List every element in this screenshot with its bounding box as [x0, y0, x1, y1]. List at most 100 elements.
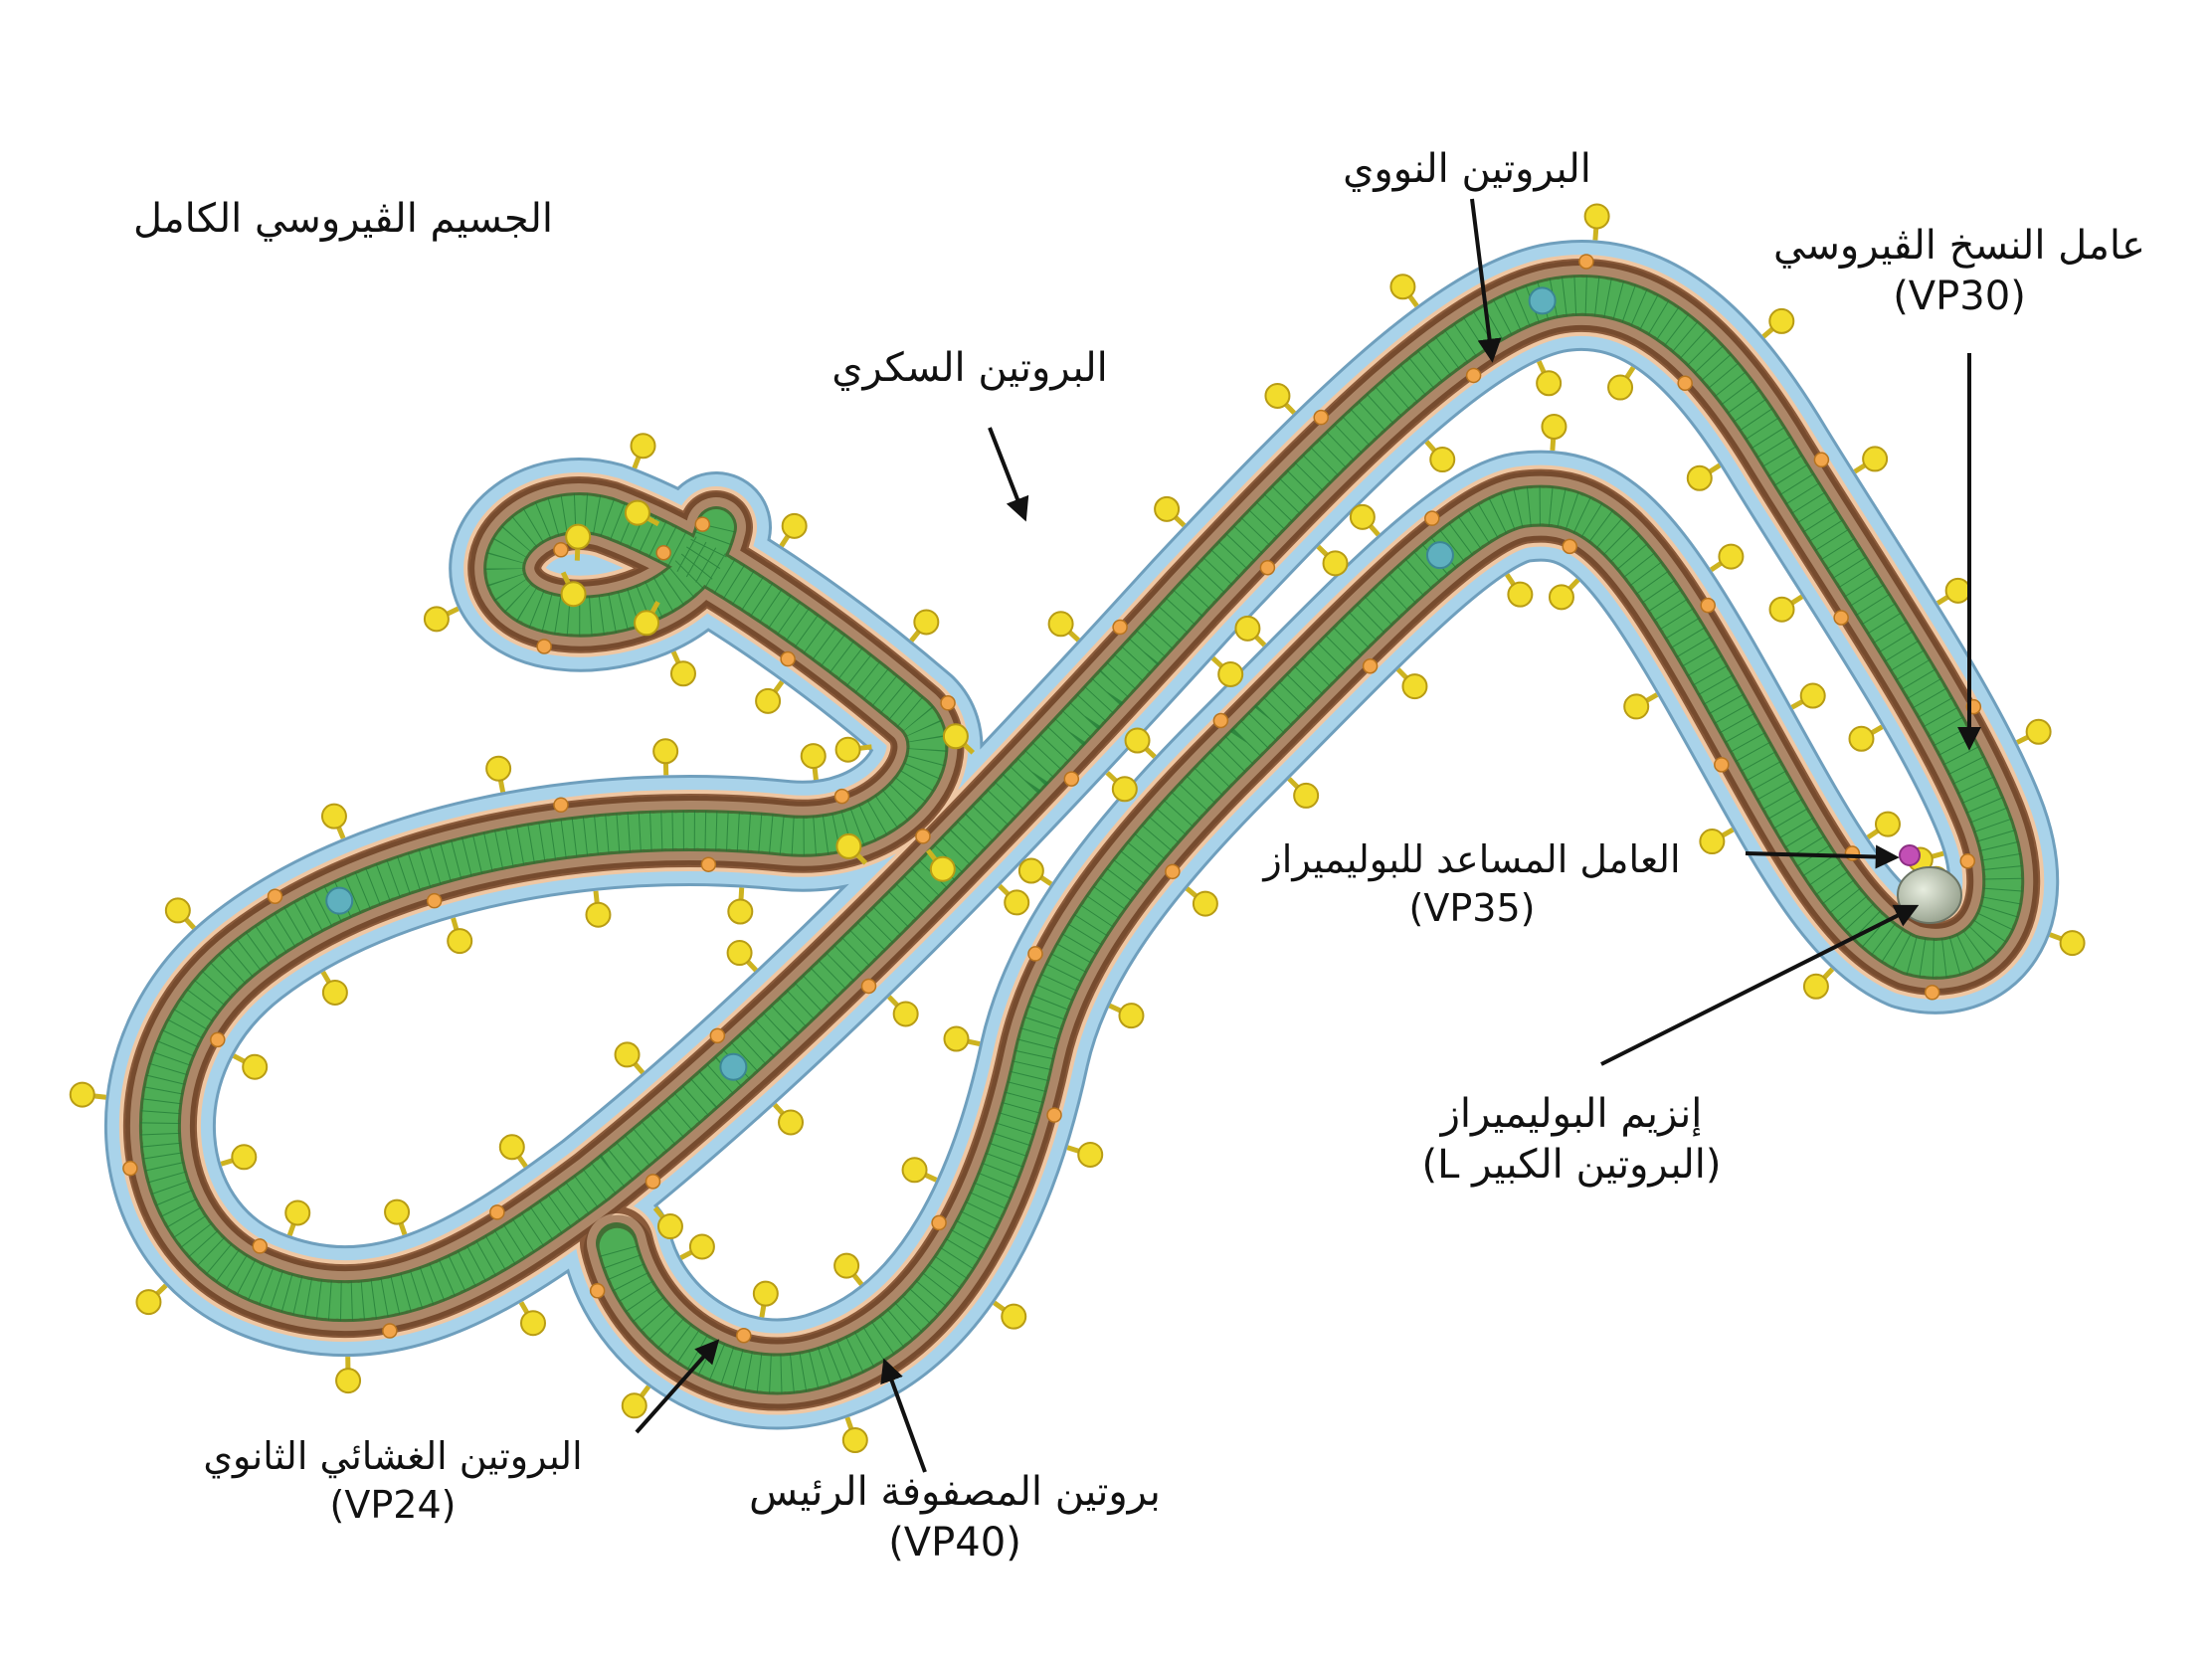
glycoprotein-spike	[285, 1200, 309, 1224]
vp24-dot	[861, 979, 875, 993]
vp24-dot	[1260, 561, 1274, 575]
glycoprotein-spike	[323, 981, 347, 1005]
glycoprotein-spike	[1719, 545, 1743, 569]
vp24-dot	[835, 790, 849, 804]
label-vp40: بروتين المصفوفة الرئيس (VP40)	[696, 1467, 1213, 1568]
vp24-dot	[656, 546, 670, 560]
glycoprotein-spike	[783, 514, 807, 538]
glycoprotein-spike	[802, 744, 826, 768]
vp24-dot	[554, 798, 568, 812]
vp24-dot	[1047, 1108, 1061, 1122]
glycoprotein-spike	[1608, 376, 1632, 400]
vp24-dot	[268, 889, 281, 903]
glycoprotein-spike	[1218, 662, 1242, 686]
label-nucleoprotein: البروتين النووي	[1293, 144, 1641, 195]
label-polymerase-l: إنزيم البوليميراز (البروتين الكبير L)	[1363, 1089, 1780, 1191]
vp24-dot	[1678, 376, 1692, 390]
glycoprotein-spike	[521, 1311, 545, 1335]
glycoprotein-spike	[1770, 598, 1794, 622]
glycoprotein-spike	[1849, 727, 1873, 751]
vp24-dot	[1814, 453, 1828, 466]
glycoprotein-spike	[616, 1042, 640, 1066]
whole-virion-text: الجسيم الڤيروسي الكامل	[80, 194, 607, 245]
vp24-code-text: (VP24)	[134, 1481, 651, 1530]
glycoprotein-spike	[1390, 275, 1414, 298]
glycoprotein-spike	[623, 1393, 646, 1417]
glycoprotein-spike	[903, 1158, 927, 1182]
vp24-dot	[1213, 714, 1227, 728]
vp24-dot	[211, 1032, 225, 1046]
vp24-dot	[1715, 758, 1729, 772]
glycoprotein-spike	[626, 501, 649, 525]
vp24-dot	[1563, 539, 1576, 553]
glycoprotein-spike	[2061, 931, 2085, 955]
glycoprotein-spike	[944, 724, 968, 748]
glycoprotein-spike	[385, 1200, 409, 1224]
vp24-dot	[1028, 947, 1042, 961]
vp35-code-text: (VP35)	[1194, 884, 1751, 933]
glycoprotein-spike	[1049, 612, 1073, 636]
glycoprotein-spike	[671, 661, 695, 685]
glycoprotein-spike	[728, 900, 752, 924]
glycoprotein-spike	[1430, 448, 1454, 471]
glycoprotein-spike	[658, 1214, 682, 1238]
vp24-dot	[537, 640, 551, 653]
glycoprotein-spike	[728, 941, 752, 965]
vp30-blob	[720, 1054, 746, 1080]
glycoprotein-spike	[1804, 975, 1828, 999]
vp24-dot	[645, 1175, 659, 1189]
glycoprotein-spike	[1324, 551, 1348, 575]
label-whole-virion: الجسيم الڤيروسي الكامل	[80, 194, 607, 245]
vp24-dot	[695, 517, 709, 531]
label-vp35: العامل المساعد للبوليميراز (VP35)	[1194, 835, 1751, 932]
glycoprotein-spike	[1126, 729, 1150, 753]
glycoprotein-spike	[500, 1135, 524, 1159]
glycoprotein-spike	[914, 610, 938, 634]
glycoprotein-spike	[836, 738, 860, 762]
glycoprotein-spike	[1863, 447, 1887, 470]
glycoprotein-spike	[1402, 674, 1426, 698]
glycoprotein-spike	[1508, 583, 1532, 607]
glycoprotein-spike	[1155, 497, 1179, 521]
glycoprotein-spike	[562, 582, 586, 606]
vp30-name-text: عامل النسخ الڤيروسي	[1731, 221, 2188, 272]
glycoprotein-spike	[834, 1254, 858, 1278]
glycoprotein-spike	[1537, 371, 1561, 395]
glycoprotein-spike	[1235, 617, 1259, 641]
vp30-blob	[326, 888, 352, 914]
vp24-dot	[1425, 511, 1439, 525]
vp24-dot	[554, 543, 568, 557]
glycoprotein-spike	[944, 1027, 968, 1051]
glycoprotein-spike	[586, 903, 610, 927]
vp35-name-text: العامل المساعد للبوليميراز	[1194, 835, 1751, 884]
vp24-dot	[701, 857, 715, 871]
glycoprotein-text: البروتين السكري	[796, 343, 1144, 394]
glycoprotein-spike	[322, 805, 346, 829]
glycoprotein-spike	[1119, 1004, 1143, 1027]
vp24-dot	[490, 1205, 504, 1219]
glycoprotein-spike	[1688, 466, 1712, 490]
glycoprotein-spike	[756, 689, 780, 713]
vp24-dot	[710, 1028, 724, 1042]
vp30-blob	[1530, 287, 1556, 313]
glycoprotein-spike	[1801, 684, 1825, 708]
glycoprotein-spike	[336, 1369, 360, 1392]
vp24-dot	[1960, 854, 1974, 868]
arrow-glycoprotein	[990, 428, 1024, 517]
vp30-code-text: (VP30)	[1731, 272, 2188, 322]
vp35-protein	[1900, 845, 1920, 865]
glycoprotein-spike	[1265, 384, 1289, 408]
vp24-dot	[383, 1324, 397, 1338]
label-vp30: عامل النسخ الڤيروسي (VP30)	[1731, 221, 2188, 322]
glycoprotein-spike	[779, 1110, 803, 1134]
vp24-dot	[1701, 599, 1715, 613]
vp24-dot	[916, 830, 930, 843]
nucleoprotein-text: البروتين النووي	[1293, 144, 1641, 195]
glycoprotein-spike	[232, 1145, 256, 1169]
vp24-dot	[781, 652, 795, 666]
glycoprotein-spike	[1542, 415, 1566, 439]
label-glycoprotein: البروتين السكري	[796, 343, 1144, 394]
vp30-blob	[1427, 542, 1453, 568]
glycoprotein-spike	[836, 834, 860, 858]
